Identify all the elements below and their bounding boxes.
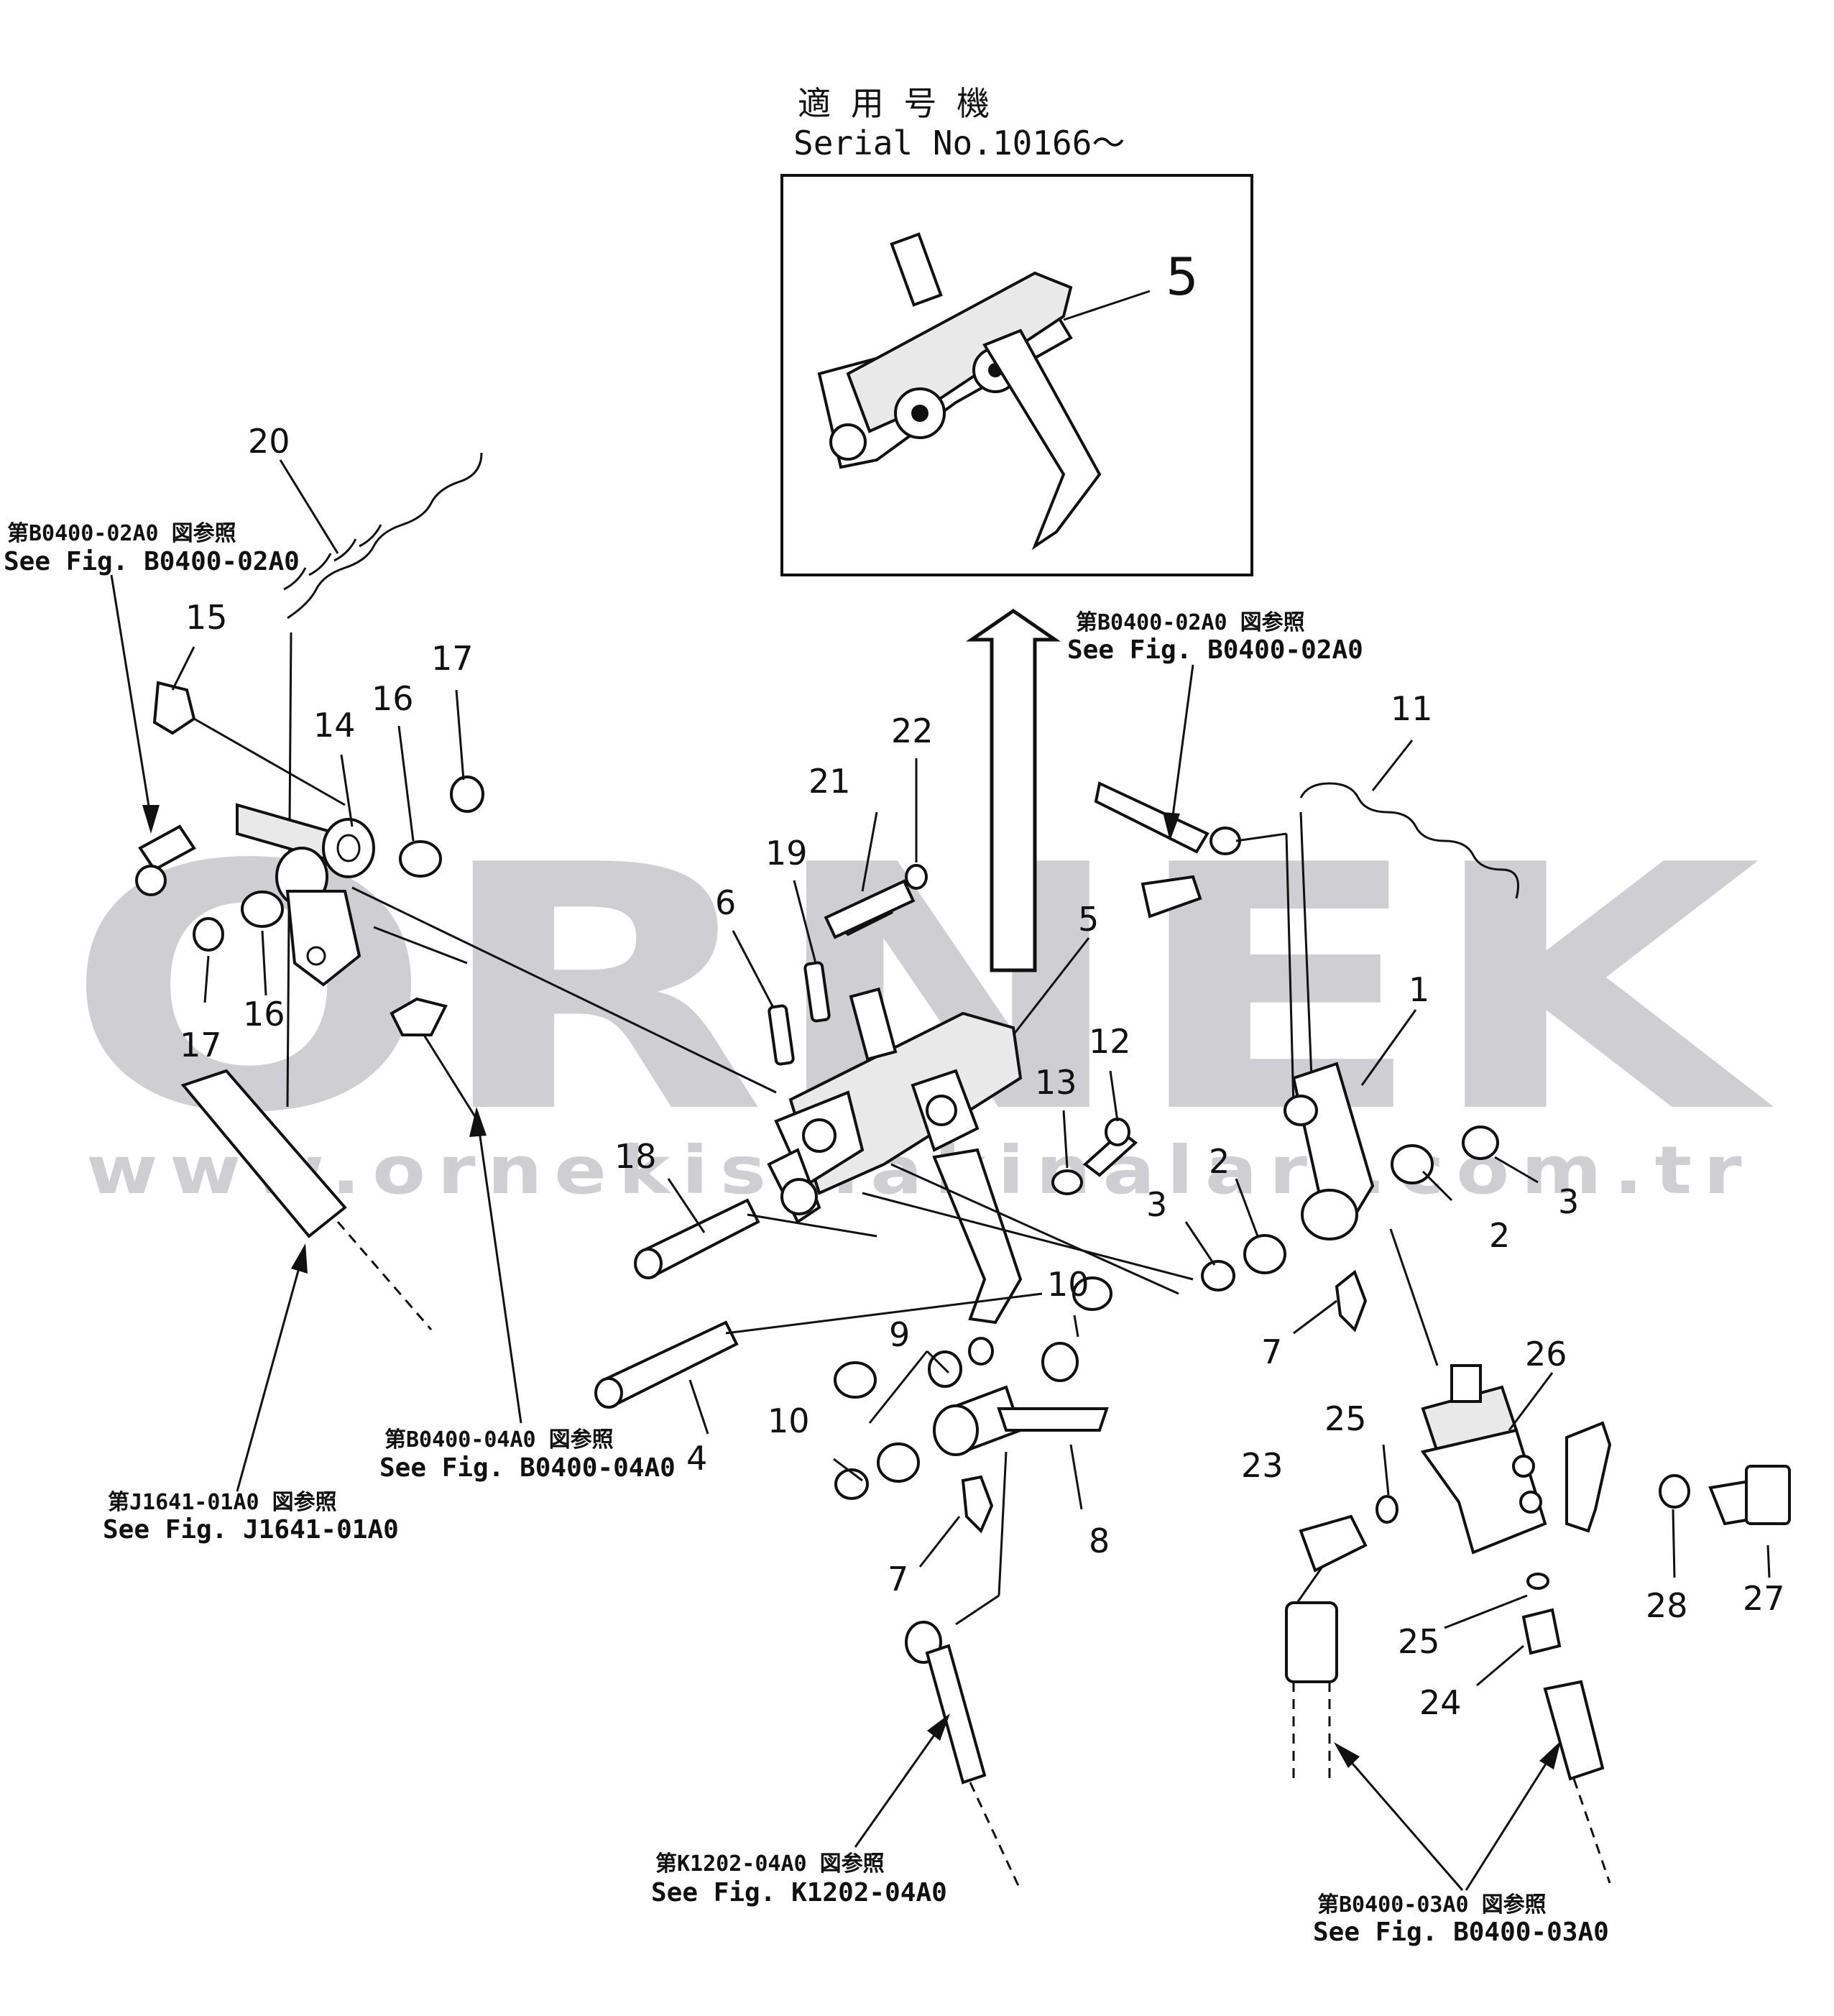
reference-caption-2: 第B0400-02A0 図参照 See Fig. B0400-02A0 bbox=[1067, 610, 1363, 665]
callout-18: 18 bbox=[614, 1137, 657, 1176]
callout-2b: 2 bbox=[1489, 1216, 1510, 1255]
reference-arrows bbox=[110, 574, 1561, 1891]
callout-11: 11 bbox=[1391, 689, 1433, 728]
ref6-jp: 第B0400-03A0 図参照 bbox=[1317, 1892, 1547, 1918]
callout-17a: 17 bbox=[431, 639, 474, 678]
callout-5: 5 bbox=[1078, 900, 1099, 939]
inset-title-jp: 適 用 号 機 bbox=[798, 84, 990, 123]
callout-25b: 25 bbox=[1398, 1622, 1440, 1661]
inset-title-en: Serial No.10166～ bbox=[793, 124, 1125, 162]
callout-17b: 17 bbox=[180, 1026, 222, 1064]
left-assembly bbox=[135, 452, 777, 1330]
reference-caption-4: 第J1641-01A0 図参照 See Fig. J1641-01A0 bbox=[103, 1490, 399, 1545]
callout-25a: 25 bbox=[1324, 1399, 1367, 1438]
ref2-jp: 第B0400-02A0 図参照 bbox=[1076, 610, 1305, 635]
ref4-en: See Fig. J1641-01A0 bbox=[103, 1515, 399, 1545]
main-assembly bbox=[594, 864, 1194, 1409]
reference-caption-5: 第K1202-04A0 図参照 See Fig. K1202-04A0 bbox=[651, 1851, 947, 1907]
arrow-to-inset bbox=[965, 608, 1061, 972]
callout-numbers: 20 15 14 16 17 16 17 22 21 19 6 5 11 1 1… bbox=[180, 422, 1785, 1722]
lower-center-assembly bbox=[834, 1269, 1368, 1891]
callout-7b: 7 bbox=[888, 1560, 908, 1598]
ref3-jp: 第B0400-04A0 図参照 bbox=[384, 1427, 614, 1453]
ref5-jp: 第K1202-04A0 図参照 bbox=[655, 1851, 885, 1877]
callout-3b: 3 bbox=[1558, 1182, 1579, 1221]
valve-assembly bbox=[1285, 1364, 1791, 1884]
callout-27: 27 bbox=[1743, 1579, 1785, 1618]
inset-variant: 適 用 号 機 Serial No.10166～ 5 bbox=[780, 84, 1253, 576]
callout-1: 1 bbox=[1409, 970, 1429, 1009]
callout-4: 4 bbox=[686, 1439, 707, 1478]
callout-13: 13 bbox=[1035, 1063, 1077, 1102]
callout-16a: 16 bbox=[372, 679, 414, 718]
callout-15: 15 bbox=[185, 598, 228, 637]
ref4-jp: 第J1641-01A0 図参照 bbox=[108, 1490, 337, 1515]
reference-caption-3: 第B0400-04A0 図参照 See Fig. B0400-04A0 bbox=[379, 1427, 676, 1483]
callout-10a: 10 bbox=[1047, 1265, 1089, 1304]
callout-3a: 3 bbox=[1146, 1185, 1167, 1224]
inset-bracket bbox=[817, 232, 1102, 551]
callout-2a: 2 bbox=[1209, 1142, 1230, 1181]
callout-23: 23 bbox=[1241, 1446, 1284, 1485]
ref6-en: See Fig. B0400-03A0 bbox=[1313, 1918, 1609, 1947]
callout-12: 12 bbox=[1089, 1022, 1131, 1061]
ref1-en: See Fig. B0400-02A0 bbox=[4, 547, 300, 576]
callout-26: 26 bbox=[1525, 1335, 1567, 1373]
callout-6: 6 bbox=[715, 883, 736, 922]
ref2-en: See Fig. B0400-02A0 bbox=[1067, 635, 1363, 665]
callout-7a: 7 bbox=[1261, 1333, 1282, 1371]
reference-caption-1: 第B0400-02A0 図参照 See Fig. B0400-02A0 bbox=[4, 521, 300, 576]
callout-21: 21 bbox=[808, 762, 851, 801]
leader-lines bbox=[171, 459, 1771, 1687]
callout-14: 14 bbox=[313, 706, 356, 745]
inset-callout-5: 5 bbox=[1166, 247, 1199, 307]
ref1-jp: 第B0400-02A0 図参照 bbox=[7, 521, 236, 546]
callout-16b: 16 bbox=[243, 995, 285, 1034]
callout-9: 9 bbox=[889, 1315, 910, 1354]
callout-10b: 10 bbox=[768, 1401, 810, 1440]
callout-24: 24 bbox=[1419, 1683, 1462, 1722]
callout-19: 19 bbox=[765, 834, 808, 873]
right-assembly bbox=[1094, 781, 1519, 1366]
callout-28: 28 bbox=[1646, 1586, 1688, 1625]
ref3-en: See Fig. B0400-04A0 bbox=[379, 1453, 676, 1483]
callout-8: 8 bbox=[1089, 1522, 1110, 1560]
callout-22: 22 bbox=[891, 712, 934, 750]
ref5-en: See Fig. K1202-04A0 bbox=[651, 1878, 947, 1907]
reference-caption-6: 第B0400-03A0 図参照 See Fig. B0400-03A0 bbox=[1313, 1892, 1609, 1947]
callout-20: 20 bbox=[248, 422, 290, 461]
